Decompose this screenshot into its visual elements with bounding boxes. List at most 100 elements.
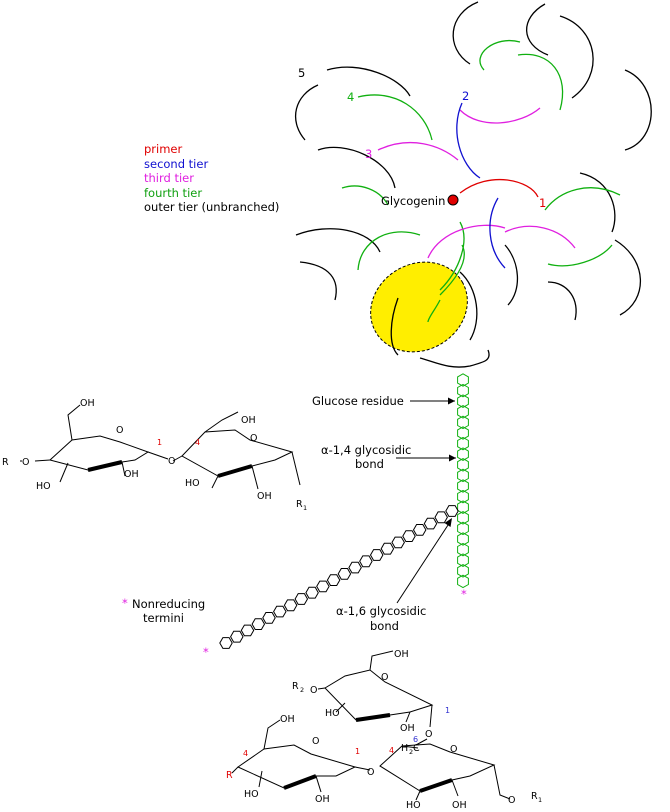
svg-text:4: 4 xyxy=(195,438,200,447)
alpha16-label-line2: bond xyxy=(370,619,399,633)
svg-text:4: 4 xyxy=(243,749,248,758)
svg-text:O: O xyxy=(116,425,123,436)
alpha14-label-line2: bond xyxy=(355,457,384,471)
alpha16-label-line1: α-1,6 glycosidic xyxy=(336,604,426,618)
glucose-residue-hexagon xyxy=(316,580,330,593)
glucose-residue-hexagon xyxy=(457,553,469,567)
glucose-residue-hexagon xyxy=(219,637,233,649)
third-tier-chains xyxy=(377,107,576,259)
tier-number-1: 1 xyxy=(539,196,546,210)
glucose-residue-hexagon xyxy=(457,436,469,451)
glucose-residue-hexagon xyxy=(457,426,469,440)
glucose-residue-hexagon xyxy=(402,530,416,542)
svg-text:HO: HO xyxy=(244,789,259,800)
glucose-residue-hexagon xyxy=(305,586,319,599)
glucose-residue-hexagon xyxy=(251,618,266,630)
svg-text:OH: OH xyxy=(80,398,95,409)
svg-text:1: 1 xyxy=(538,796,542,804)
svg-text:R: R xyxy=(292,681,299,692)
tier-number-3: 3 xyxy=(365,147,372,161)
svg-text:OH: OH xyxy=(315,794,330,805)
glucose-residue-hexagon xyxy=(457,574,469,589)
svg-text:1: 1 xyxy=(445,706,450,715)
svg-text:O: O xyxy=(310,685,317,696)
glycogen-branching-tree: 1 2 3 4 5 Glycogenin xyxy=(295,1,652,368)
glucose-residue-hexagon xyxy=(262,612,276,624)
glucose-residue-hexagon xyxy=(391,536,405,549)
svg-text:O: O xyxy=(367,767,374,778)
glucose-residue-hexagon xyxy=(457,394,469,408)
glucose-residue-hexagon xyxy=(423,517,438,530)
glucose-residue-hexagon xyxy=(369,549,384,561)
legend-third-tier: third tier xyxy=(144,171,194,185)
nonreducing-star: * xyxy=(122,596,128,610)
svg-text:OH: OH xyxy=(394,649,409,660)
green-chain-terminus-star: * xyxy=(461,587,467,601)
svg-text:R: R xyxy=(2,457,9,468)
svg-text:O: O xyxy=(22,457,29,468)
alpha14-arrowhead xyxy=(449,454,456,462)
black-glucose-chain xyxy=(219,505,459,649)
glucose-residue-hexagon xyxy=(326,574,341,586)
svg-text:HO: HO xyxy=(185,478,200,489)
glucose-residue-hexagon xyxy=(457,521,469,536)
glucose-residue-hexagon xyxy=(434,511,448,524)
glucose-residue-hexagon xyxy=(457,511,469,525)
alpha14-disaccharide-structure xyxy=(20,404,301,490)
svg-text:O: O xyxy=(250,433,257,444)
black-chain-terminus-star: * xyxy=(203,645,209,659)
outer-tier-chains xyxy=(295,1,652,356)
svg-text:HO: HO xyxy=(36,481,51,492)
glycogenin-dot xyxy=(447,194,459,206)
svg-text:O: O xyxy=(168,456,175,467)
glucose-residue-hexagon xyxy=(348,561,362,574)
glucose-residue-hexagon xyxy=(294,593,309,605)
legend-primer: primer xyxy=(144,142,183,156)
glucose-residue-hexagon xyxy=(230,630,244,643)
glucose-residue-hexagon xyxy=(457,447,469,461)
legend-fourth-tier: fourth tier xyxy=(144,185,203,200)
nonreducing-label-line2: termini xyxy=(143,611,184,625)
fourth-tier-chains xyxy=(341,39,621,323)
glucose-residue-hexagon xyxy=(457,564,469,578)
chain-connector xyxy=(419,349,490,368)
glucose-residue-hexagon xyxy=(412,524,427,536)
svg-text:O: O xyxy=(450,744,457,755)
second-tier-chains xyxy=(456,102,506,269)
glucose-residue-hexagon xyxy=(457,458,469,472)
glucose-residue-hexagon xyxy=(445,505,459,517)
alpha14-label-line1: α-1,4 glycosidic xyxy=(321,443,411,457)
alpha16-structure-labels: OH R 2 O O HO OH 1 O H 2 C 6 OH R 4 O 1 … xyxy=(226,649,542,811)
highlight-ellipse xyxy=(370,261,468,353)
svg-text:R: R xyxy=(296,499,303,510)
alpha16-arrowhead xyxy=(444,518,452,527)
svg-text:6: 6 xyxy=(413,735,418,744)
svg-text:H: H xyxy=(401,743,408,754)
glucose-residue-hexagon xyxy=(457,532,469,546)
svg-text:O: O xyxy=(381,672,388,683)
glucose-residue-hexagon xyxy=(457,383,469,398)
svg-text:HO: HO xyxy=(406,800,421,811)
svg-text:OH: OH xyxy=(241,415,256,426)
svg-text:R: R xyxy=(531,791,538,802)
glycogenin-label: Glycogenin xyxy=(381,194,445,208)
glucose-residue-hexagon xyxy=(457,542,469,557)
green-glucose-chain xyxy=(457,373,469,589)
svg-text:R: R xyxy=(226,770,233,781)
svg-text:2: 2 xyxy=(409,748,413,756)
legend-outer-tier: outer tier (unbranched) xyxy=(144,200,280,214)
svg-text:O: O xyxy=(508,795,515,806)
tier-number-5: 5 xyxy=(298,66,305,80)
svg-text:4: 4 xyxy=(389,746,394,755)
svg-text:O: O xyxy=(312,736,319,747)
glucose-residue-hexagon xyxy=(273,605,287,618)
alpha16-arrow xyxy=(396,521,451,604)
svg-text:C: C xyxy=(413,743,420,754)
legend-second-tier: second tier xyxy=(144,156,209,171)
svg-text:OH: OH xyxy=(124,469,139,480)
alpha14-structure-labels: OH OH OH OH HO HO R O O O O 1 4 R 1 xyxy=(2,398,307,512)
svg-text:1: 1 xyxy=(157,438,162,447)
tier-legend: primer second tier third tier fourth tie… xyxy=(144,142,279,215)
primer-chain xyxy=(459,178,539,198)
